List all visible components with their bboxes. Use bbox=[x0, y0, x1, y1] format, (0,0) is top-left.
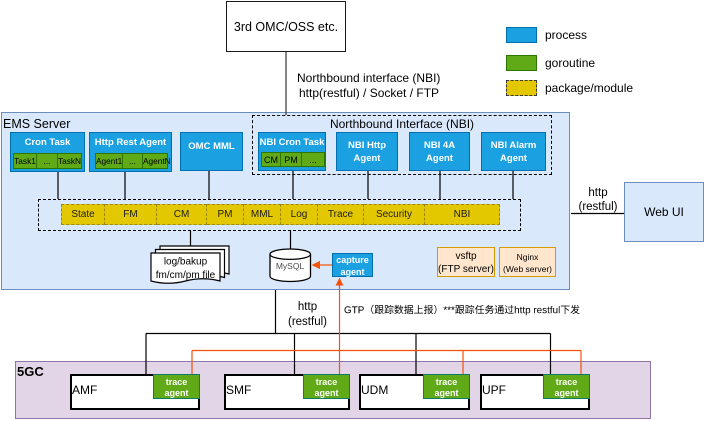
svg-text:MySQL: MySQL bbox=[276, 261, 305, 271]
svg-text:log/bakup: log/bakup bbox=[164, 256, 208, 267]
svg-text:fm/cm/pm file: fm/cm/pm file bbox=[156, 270, 216, 281]
